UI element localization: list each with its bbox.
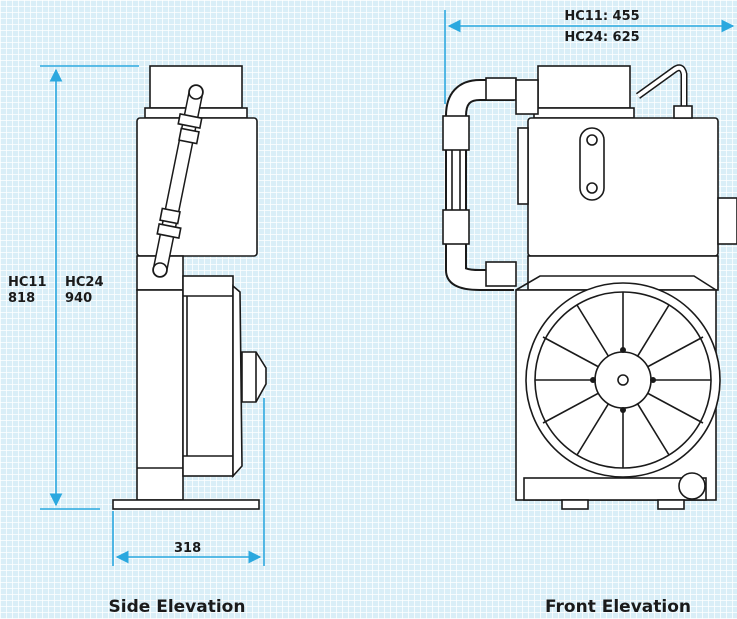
front-tank-side-block bbox=[517, 127, 529, 205]
front-elevation-caption: Front Elevation bbox=[545, 597, 691, 617]
height-hc11-value: 818 bbox=[8, 291, 35, 306]
front-elevation-view: HC11: 455 HC24: 625 Front Elevation bbox=[442, 9, 737, 617]
depth-value: 318 bbox=[174, 541, 201, 556]
side-motor-hub bbox=[241, 351, 267, 403]
fan-wheel bbox=[525, 282, 721, 478]
side-base-plate bbox=[112, 499, 260, 510]
side-radiator bbox=[182, 275, 234, 477]
front-tank-right-block bbox=[717, 197, 737, 245]
width-hc11: HC11: 455 bbox=[564, 9, 639, 24]
sight-glass bbox=[579, 127, 605, 201]
side-elevation-view: HC11 818 HC24 940 318 Side Elevation bbox=[8, 65, 267, 617]
breather-pipe bbox=[635, 64, 693, 119]
width-hc24: HC24: 625 bbox=[564, 30, 639, 45]
fan-hub bbox=[594, 351, 652, 409]
height-hc11-label: HC11 bbox=[8, 275, 47, 290]
front-foot-right bbox=[657, 499, 685, 510]
front-tank bbox=[527, 117, 719, 257]
side-fan-cowl bbox=[232, 284, 243, 479]
front-hose bbox=[442, 77, 539, 291]
front-top-cap bbox=[537, 65, 631, 109]
height-hc24-label: HC24 bbox=[65, 275, 104, 290]
side-hose bbox=[152, 84, 204, 278]
height-hc24-value: 940 bbox=[65, 291, 92, 306]
front-foot-left bbox=[561, 499, 589, 510]
side-elevation-caption: Side Elevation bbox=[109, 597, 246, 617]
drain-plug bbox=[678, 472, 706, 500]
front-cap-flange bbox=[533, 107, 635, 119]
